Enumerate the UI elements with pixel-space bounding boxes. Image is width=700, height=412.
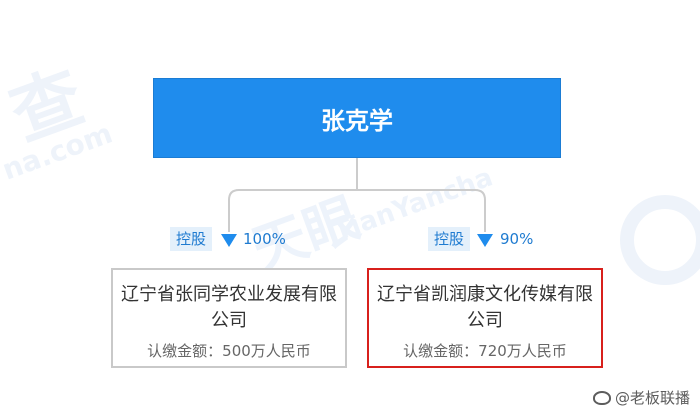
company-name: 辽宁省凯润康文化传媒有限公司 <box>377 284 593 331</box>
edge-percent-right: 90% <box>500 230 534 248</box>
edge-label-left: 控股 <box>170 227 213 251</box>
edge-label-right: 控股 <box>428 227 471 251</box>
edge-percent-left: 100% <box>243 230 286 248</box>
footer-watermark: @老板联播 <box>592 387 690 408</box>
footer-text: @老板联播 <box>614 389 690 407</box>
weibo-icon <box>592 390 611 405</box>
company-node-left[interactable]: 辽宁省张同学农业发展有限公司 认缴金额：500万人民币 <box>111 268 347 368</box>
subscribed-amount: 认缴金额：500万人民币 <box>147 342 311 360</box>
company-name: 辽宁省张同学农业发展有限公司 <box>121 284 337 331</box>
root-node[interactable]: 张克学 <box>153 78 561 158</box>
company-node-right[interactable]: 辽宁省凯润康文化传媒有限公司 认缴金额：720万人民币 <box>367 268 603 368</box>
root-name: 张克学 <box>321 106 393 135</box>
subscribed-amount: 认缴金额：720万人民币 <box>403 342 567 360</box>
arrow-down-icon <box>221 234 237 247</box>
arrow-down-icon <box>477 234 493 247</box>
